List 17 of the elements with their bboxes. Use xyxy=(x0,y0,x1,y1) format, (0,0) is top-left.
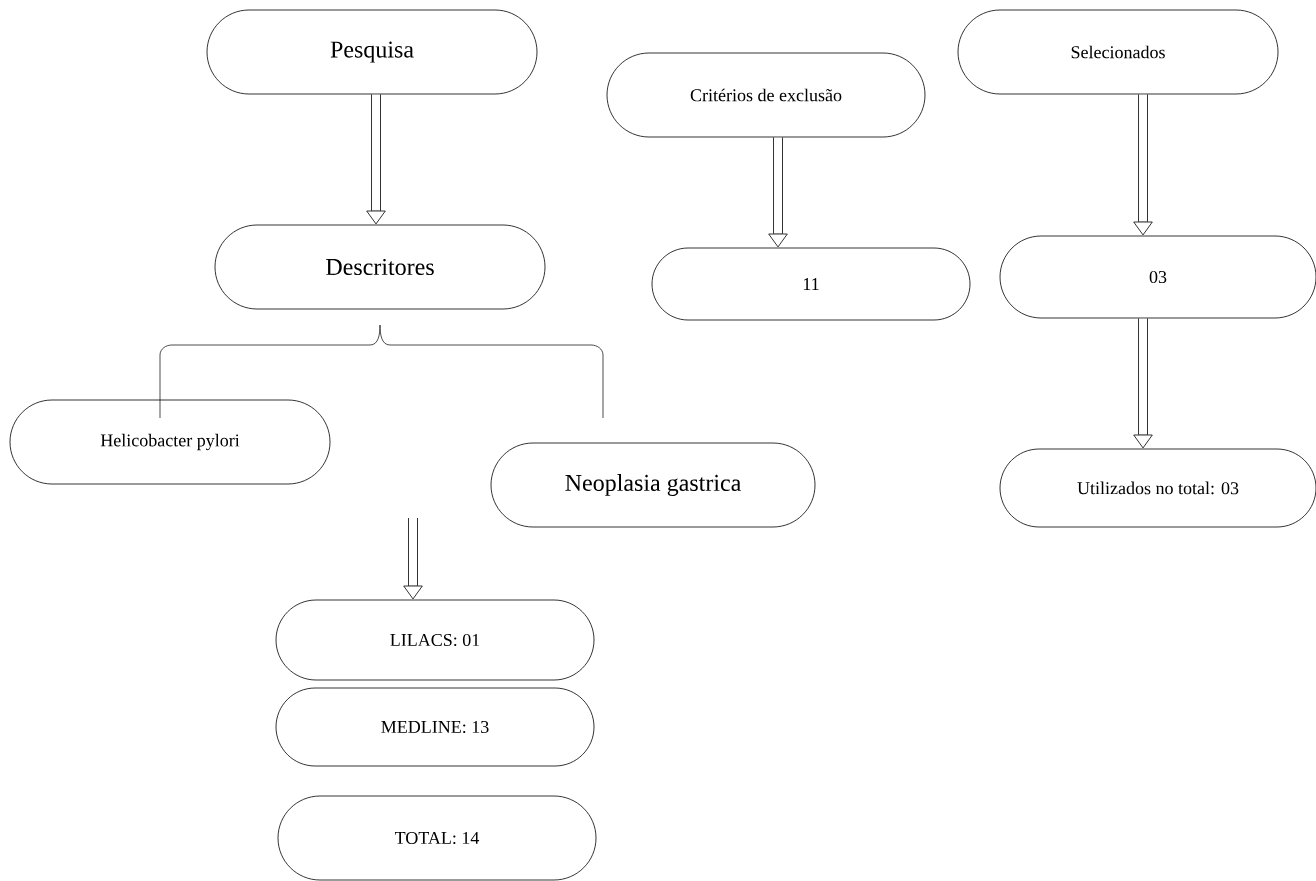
rounded-box: 03 xyxy=(999,235,1316,319)
rounded-box: Pesquisa xyxy=(206,9,538,95)
rounded-box: Utilizados no total: 03 xyxy=(999,448,1316,528)
block-arrow xyxy=(403,518,423,600)
block-arrow xyxy=(768,137,788,248)
block-arrow xyxy=(366,94,386,225)
rounded-box: 11 xyxy=(651,247,971,321)
rounded-box: Helicobacter pylori xyxy=(9,399,331,485)
rounded-box: Critérios de exclusão xyxy=(606,52,926,138)
rounded-box: LILACS: 01 xyxy=(275,599,595,681)
block-arrow xyxy=(1133,94,1153,236)
rounded-box: TOTAL: 14 xyxy=(277,795,597,881)
rounded-box: Neoplasia gastrica xyxy=(490,442,816,528)
rounded-box: Descritores xyxy=(214,224,546,310)
rounded-box: Selecionados xyxy=(957,9,1279,95)
block-arrow xyxy=(1133,318,1153,449)
rounded-box: MEDLINE: 13 xyxy=(275,687,595,767)
